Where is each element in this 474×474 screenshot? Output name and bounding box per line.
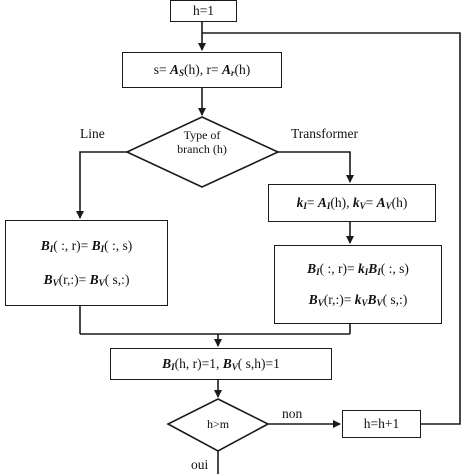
decision-branch-type-label: Type of branch (h) [177, 128, 227, 157]
init-label: h=1 [192, 3, 215, 19]
init-box: h=1 [170, 0, 237, 22]
transformer-update-box: BI( :, r)= kIBI( :, s) BV(r,:)= kVBV( s,… [274, 245, 442, 324]
edge-loop-back [202, 32, 461, 425]
line-update-row-1: BI( :, r)= BI( :, s) [40, 238, 133, 255]
transformer-update-row-2: BV(r,:)= kVBV( s,:) [308, 291, 408, 308]
edge-transformer-branch [278, 151, 354, 183]
line-update-row-2: BV(r,:)= BV( s,:) [43, 271, 130, 288]
increment-label: h=h+1 [363, 416, 400, 432]
line-update-box: BI( :, r)= BI( :, s) BV(r,:)= BV( s,:) [5, 220, 168, 306]
set-formula: BI(h, r)=1, BV( s,h)=1 [162, 355, 280, 372]
decision-h-greater-m [166, 398, 270, 452]
assign-formula: s= AS(h), r= Ar(h) [153, 61, 251, 78]
edge-line-branch [76, 151, 127, 219]
decision-h-greater-m-label: h>m [206, 417, 230, 431]
edge-label-transformer: Transformer [291, 126, 358, 141]
edge-label-line: Line [80, 126, 105, 141]
k-assign-box: kI= AI(h), kV= AV(h) [268, 184, 436, 222]
decision-branch-type [125, 116, 280, 188]
transformer-update-row-1: BI( :, r)= kIBI( :, s) [307, 260, 409, 277]
edge-label-non: non [282, 406, 303, 421]
assign-box: s= AS(h), r= Ar(h) [122, 52, 282, 88]
k-assign-formula: kI= AI(h), kV= AV(h) [296, 194, 408, 211]
set-box: BI(h, r)=1, BV( s,h)=1 [110, 348, 332, 380]
increment-box: h=h+1 [342, 410, 421, 438]
edge-label-oui: oui [191, 457, 209, 472]
